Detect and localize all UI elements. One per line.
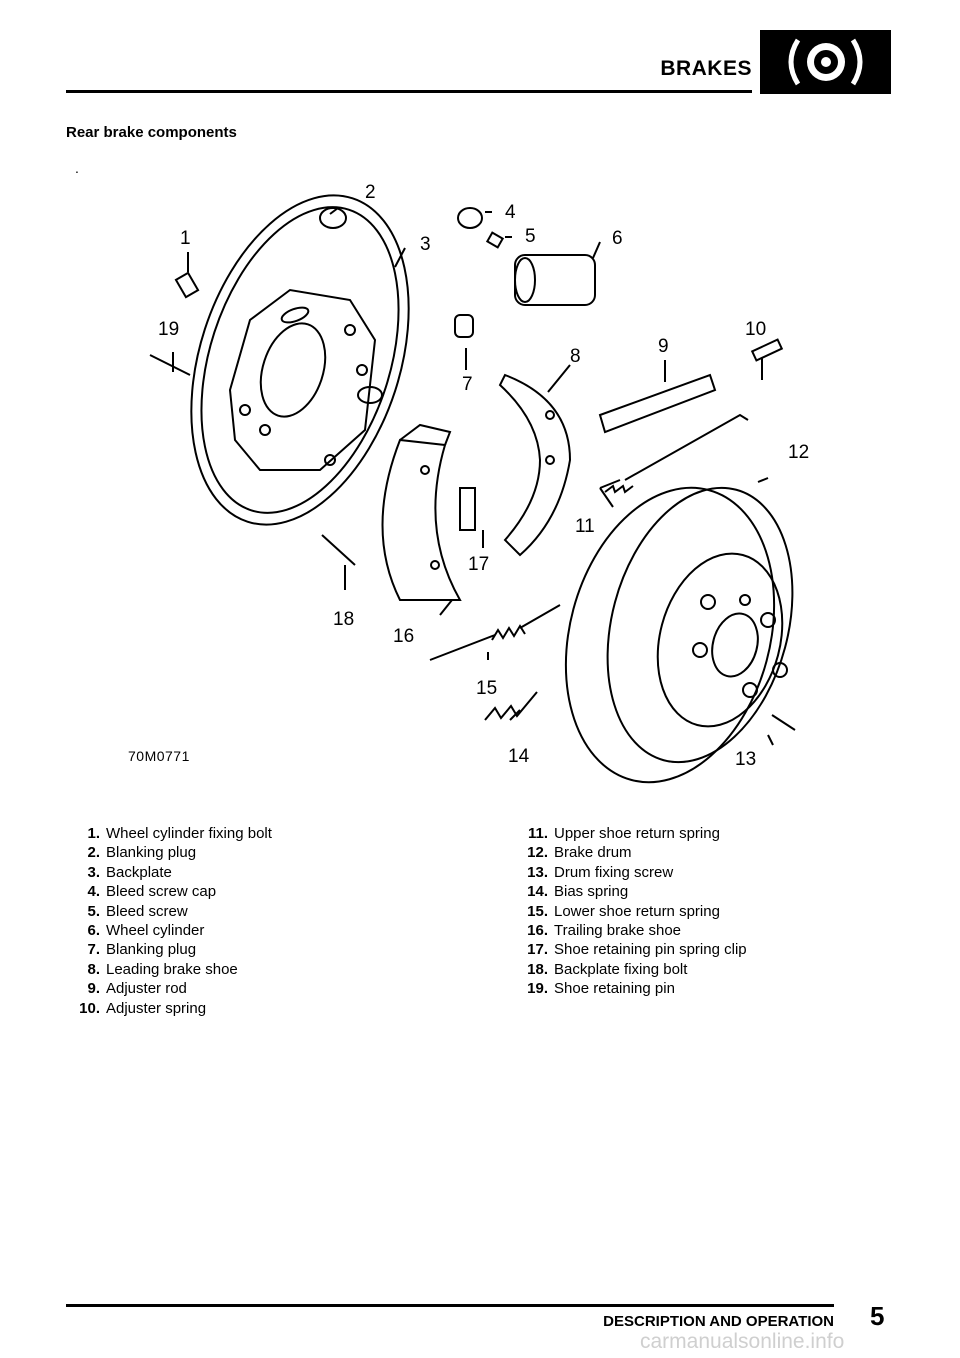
legend-item: 3. Backplate: [62, 863, 272, 882]
legend-number: 16.: [527, 922, 548, 940]
bias-spring-drawing: [484, 691, 538, 721]
legend-item: 8. Leading brake shoe: [62, 960, 272, 979]
adjuster-rod-drawing: [598, 373, 717, 434]
callout-16: 16: [393, 626, 414, 647]
legend-item: 13. Drum fixing screw: [510, 863, 747, 882]
legend-number: 19.: [527, 980, 548, 998]
legend-left: 1. Wheel cylinder fixing bolt 2. Blanking p…: [62, 824, 272, 1018]
legend-right: 11. Upper shoe return spring 12. Brake drum…: [510, 824, 747, 999]
legend-text: Backplate fixing bolt: [554, 960, 688, 978]
legend-item: 9. Adjuster rod: [62, 979, 272, 998]
legend-number: 10.: [79, 999, 100, 1017]
callout-10: 10: [745, 319, 766, 340]
legend-text: Upper shoe return spring: [554, 825, 720, 842]
legend-text: Bleed screw: [106, 902, 188, 920]
legend-number: 14.: [527, 883, 548, 901]
legend-text: Bleed screw cap: [106, 883, 217, 901]
legend-number: 7.: [87, 941, 100, 959]
legend-number: 15.: [527, 902, 548, 920]
callout-6: 6: [612, 228, 623, 249]
callout-19: 19: [158, 319, 179, 340]
legend-item: 16. Trailing brake shoe: [510, 921, 747, 940]
legend-text: Shoe retaining pin spring clip: [554, 941, 747, 959]
legend-item: 10. Adjuster spring: [62, 999, 272, 1018]
callout-12: 12: [788, 442, 809, 463]
legend-text: Wheel cylinder fixing bolt: [106, 825, 272, 842]
callout-11: 11: [575, 516, 595, 537]
legend-text: Blanking plug: [106, 941, 197, 959]
backplate-drawing: [190, 194, 410, 526]
callout-18: 18: [333, 609, 354, 630]
legend-item: 7. Blanking plug: [62, 940, 272, 959]
legend-text: Bias spring: [554, 883, 629, 901]
legend-number: 1.: [87, 825, 100, 842]
exploded-brake-diagram: 1 2 3 4 5 6 7 8 9 10 11 12 13 14 15 16 1…: [149, 182, 809, 784]
legend-item: 1. Wheel cylinder fixing bolt: [62, 824, 272, 843]
legend-item: 5. Bleed screw: [62, 902, 272, 921]
callout-14: 14: [508, 746, 530, 767]
legend-item: 4. Bleed screw cap: [62, 882, 272, 901]
callout-9: 9: [658, 336, 669, 357]
legend-item: 19. Shoe retaining pin: [510, 979, 747, 998]
legend-text: Lower shoe return spring: [554, 902, 720, 920]
leading-shoe-drawing: [498, 373, 572, 557]
legend-number: 11.: [527, 825, 548, 842]
legend-text: Drum fixing screw: [554, 863, 674, 881]
legend-item: 6. Wheel cylinder: [62, 921, 272, 940]
legend-item: 2. Blanking plug: [62, 843, 272, 862]
legend-number: 3.: [87, 863, 100, 881]
legend-number: 4.: [87, 883, 100, 901]
legend-number: 12.: [527, 844, 548, 862]
lower-spring-drawing: [429, 604, 561, 661]
callout-15: 15: [476, 678, 497, 699]
footer-rule: [66, 1304, 834, 1307]
legend-item: 15. Lower shoe return spring: [510, 902, 747, 921]
blanking-plug-drawing: [319, 207, 347, 229]
legend-text: Adjuster rod: [106, 980, 187, 998]
watermark: carmanualsonline.info: [640, 1330, 845, 1353]
legend-text: Leading brake shoe: [106, 960, 238, 978]
legend-number: 18.: [527, 960, 548, 978]
brake-drum-drawing: [564, 486, 794, 784]
legend-text: Adjuster spring: [106, 999, 207, 1017]
legend-item: 17. Shoe retaining pin spring clip: [510, 940, 747, 959]
legend-text: Shoe retaining pin: [554, 980, 675, 998]
legend-item: 18. Backplate fixing bolt: [510, 960, 747, 979]
callout-17: 17: [468, 554, 489, 575]
legend-number: 6.: [87, 922, 100, 940]
legend-text: Trailing brake shoe: [554, 922, 682, 940]
header-rule: [66, 90, 752, 93]
callout-3: 3: [420, 234, 431, 255]
legend-number: 2.: [87, 844, 100, 862]
figure-code: 70M0771: [128, 748, 190, 764]
upper-spring-drawing: [599, 413, 749, 489]
stray-mark: .: [75, 160, 79, 176]
section-header-title: BRAKES: [660, 57, 752, 80]
legend-item: 12. Brake drum: [510, 843, 747, 862]
legend-item: 14. Bias spring: [510, 882, 747, 901]
legend-number: 17.: [527, 941, 548, 959]
callout-2: 2: [365, 182, 376, 203]
legend-number: 5.: [87, 902, 100, 920]
callout-5: 5: [525, 226, 536, 247]
callout-7: 7: [462, 374, 473, 395]
legend-text: Backplate: [106, 863, 172, 881]
legend-number: 9.: [87, 980, 100, 998]
trailing-shoe-drawing: [381, 423, 462, 601]
legend-text: Wheel cylinder: [106, 922, 205, 940]
page-number: 5: [870, 1301, 885, 1331]
legend-text: Brake drum: [554, 844, 632, 862]
legend-number: 13.: [527, 863, 548, 881]
callout-1: 1: [180, 228, 191, 249]
callout-4: 4: [505, 202, 516, 223]
callout-8: 8: [570, 346, 581, 367]
legend-number: 8.: [87, 960, 100, 978]
brake-disc-icon: [760, 30, 891, 94]
legend-text: Blanking plug: [106, 844, 197, 862]
callout-13: 13: [735, 749, 756, 770]
legend-item: 11. Upper shoe return spring: [510, 824, 747, 843]
section-title: Rear brake components: [66, 124, 237, 141]
footer-title: DESCRIPTION AND OPERATION: [603, 1313, 834, 1330]
